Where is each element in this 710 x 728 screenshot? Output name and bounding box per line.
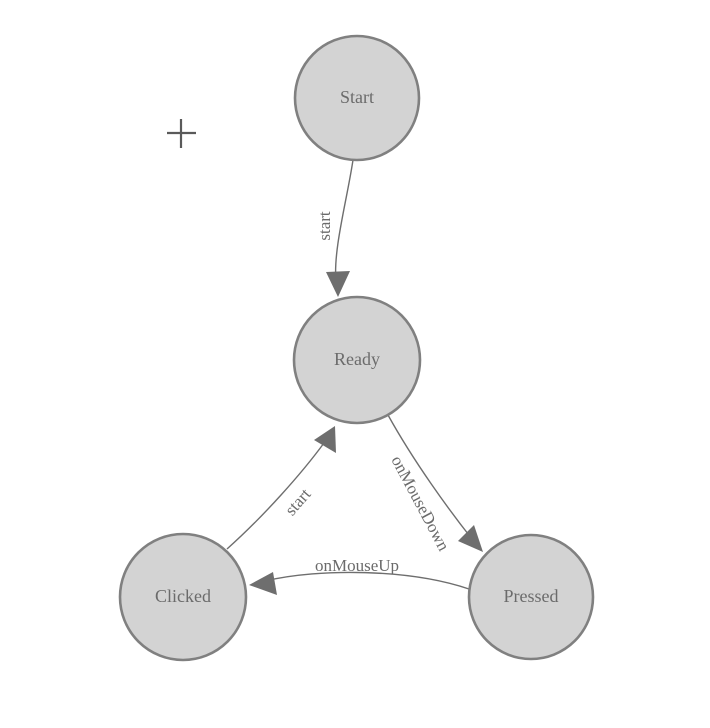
node-clicked[interactable]: Clicked xyxy=(118,532,248,662)
edge-start-to-ready[interactable]: start xyxy=(315,159,354,297)
arrow-head xyxy=(458,525,483,552)
plus-crosshair-icon xyxy=(167,119,196,148)
node-label: Pressed xyxy=(504,586,559,606)
edge-path[interactable] xyxy=(226,442,325,550)
node-shape[interactable] xyxy=(118,532,248,662)
edge-label-start-to-ready: start xyxy=(315,211,334,241)
edge-ready-to-pressed[interactable]: onMouseDown xyxy=(387,414,483,554)
node-label: Start xyxy=(340,87,374,107)
arrow-head xyxy=(314,426,336,453)
edge-path[interactable] xyxy=(387,414,473,540)
node-label: Ready xyxy=(334,349,380,369)
edge-pressed-to-clicked[interactable]: onMouseUp xyxy=(249,556,470,595)
node-start[interactable]: Start xyxy=(293,34,421,162)
arrow-head xyxy=(326,271,350,297)
edge-path[interactable] xyxy=(334,159,354,282)
node-label: Clicked xyxy=(155,586,211,606)
node-pressed[interactable]: Pressed xyxy=(467,533,595,661)
arrow-head xyxy=(249,572,277,595)
node-shape[interactable] xyxy=(467,533,595,661)
node-shape[interactable] xyxy=(292,295,422,425)
node-ready[interactable]: Ready xyxy=(292,295,422,425)
edge-label-pressed-to-clicked: onMouseUp xyxy=(315,556,399,575)
edge-clicked-to-ready[interactable]: start xyxy=(226,426,336,550)
node-shape[interactable] xyxy=(293,34,421,162)
edge-path[interactable] xyxy=(264,571,470,590)
